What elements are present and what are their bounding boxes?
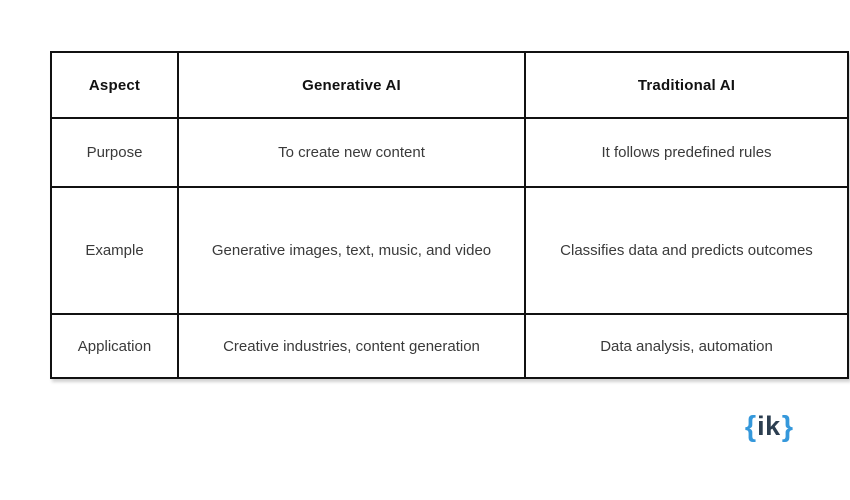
logo-close-brace: } xyxy=(781,411,793,443)
cell-example-aspect: Example xyxy=(50,186,179,315)
cell-application-generative: Creative industries, content generation xyxy=(177,313,526,379)
cell-purpose-traditional: It follows predefined rules xyxy=(524,117,849,188)
logo-text: ik xyxy=(757,411,781,441)
table-row-purpose: Purpose To create new content It follows… xyxy=(50,117,849,188)
cell-application-traditional: Data analysis, automation xyxy=(524,313,849,379)
logo-open-brace: { xyxy=(744,411,757,443)
cell-purpose-aspect: Purpose xyxy=(50,117,179,188)
column-header-aspect: Aspect xyxy=(50,51,179,119)
table-row-example: Example Generative images, text, music, … xyxy=(50,186,849,315)
table-header-row: Aspect Generative AI Traditional AI xyxy=(50,51,849,119)
column-header-traditional-ai: Traditional AI xyxy=(524,51,849,119)
cell-example-generative: Generative images, text, music, and vide… xyxy=(177,186,526,315)
ik-logo: {ik} xyxy=(745,408,793,444)
cell-application-aspect: Application xyxy=(50,313,179,379)
cell-example-traditional: Classifies data and predicts outcomes xyxy=(524,186,849,315)
column-header-generative-ai: Generative AI xyxy=(177,51,526,119)
table-row-application: Application Creative industries, content… xyxy=(50,313,849,379)
cell-purpose-generative: To create new content xyxy=(177,117,526,188)
comparison-table: Aspect Generative AI Traditional AI Purp… xyxy=(50,51,849,379)
